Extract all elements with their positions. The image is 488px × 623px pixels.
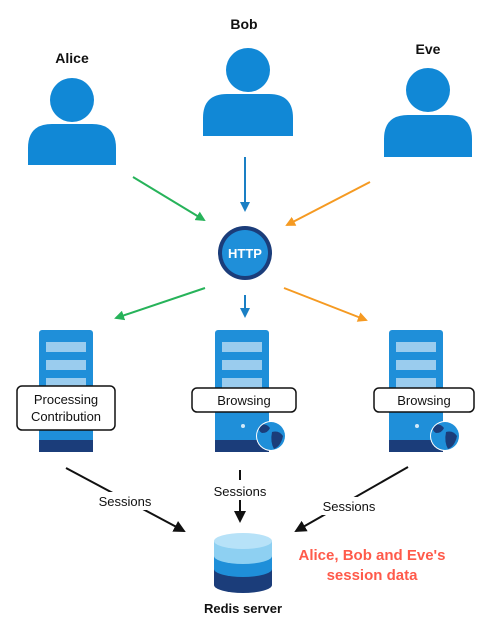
redis-server-label: Redis server (204, 601, 282, 616)
server-label-left: Processing Contribution (16, 385, 116, 431)
sessions-label-right: Sessions (323, 499, 376, 514)
arrow-eve-to-http (285, 181, 371, 226)
sessions-label-middle: Sessions (214, 484, 267, 499)
http-node: HTTP (218, 226, 272, 280)
user-name-alice: Alice (55, 50, 89, 66)
session-data-note-line2: session data (327, 567, 419, 584)
server-label-right-text: Browsing (397, 393, 450, 408)
user-name-eve: Eve (416, 41, 441, 57)
server-label-middle-text: Browsing (217, 393, 270, 408)
arrow-http-to-left-server (114, 287, 206, 321)
globe-icon-right (430, 421, 460, 451)
redis-database-icon (214, 533, 272, 593)
session-data-note-line1: Alice, Bob and Eve's (299, 547, 446, 564)
arrow-alice-to-http (132, 176, 206, 222)
user-icon-bob (203, 48, 293, 136)
http-label: HTTP (228, 246, 262, 261)
server-label-left-line1: Processing (34, 392, 98, 407)
sessions-label-left: Sessions (99, 494, 152, 509)
user-icon-eve (384, 68, 472, 157)
user-icon-alice (28, 78, 116, 165)
server-label-right: Browsing (373, 387, 475, 413)
server-label-left-line2: Contribution (31, 409, 101, 424)
arrow-http-to-right-server (283, 287, 368, 322)
globe-icon-middle (256, 421, 286, 451)
user-name-bob: Bob (230, 16, 257, 32)
server-label-middle: Browsing (191, 387, 297, 413)
